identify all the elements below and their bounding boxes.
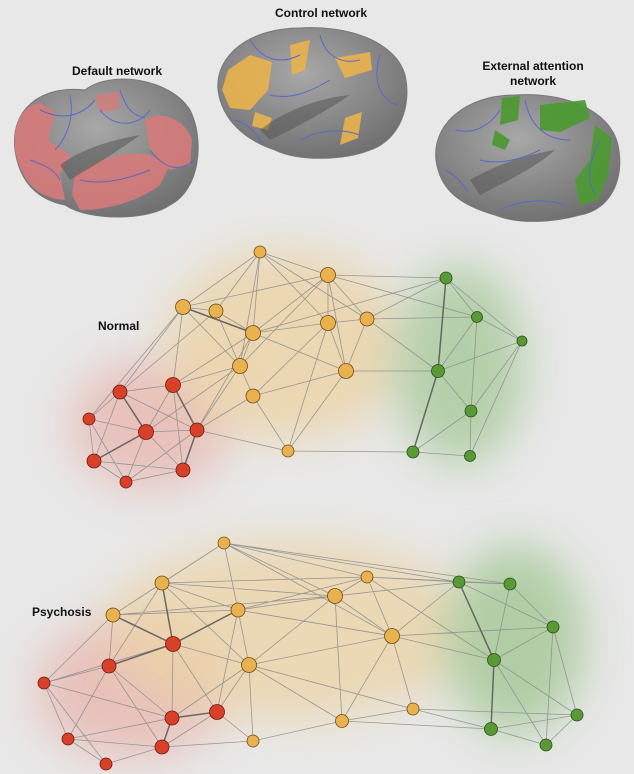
node-external (464, 404, 478, 418)
node-control (281, 444, 295, 458)
node-external (503, 577, 517, 591)
node-control (360, 570, 374, 584)
node-default (189, 422, 205, 438)
node-control (320, 315, 336, 331)
control-network-label: Control network (275, 6, 367, 20)
node-external (487, 653, 501, 667)
normal-halos (70, 250, 525, 490)
external-attention-label-line1: External attention (482, 59, 584, 73)
psychosis-nodes-external (452, 575, 584, 752)
node-external (516, 335, 528, 347)
normal-nodes (175, 245, 375, 458)
node-external (471, 311, 483, 323)
node-default (175, 462, 191, 478)
node-default (37, 676, 51, 690)
node-control (241, 657, 257, 673)
node-external (452, 575, 466, 589)
node-control (320, 267, 336, 283)
psychosis-label: Psychosis (32, 605, 92, 619)
node-default (82, 412, 96, 426)
node-control (245, 388, 261, 404)
psychosis-nodes-default (37, 636, 225, 771)
node-control (245, 325, 261, 341)
node-control (246, 734, 260, 748)
node-default (86, 453, 102, 469)
node-external (431, 364, 445, 378)
node-control (327, 588, 343, 604)
external-attention-label-line2: network (509, 74, 556, 88)
node-control (384, 628, 400, 644)
brain-external-attention-network (435, 94, 621, 222)
node-external (439, 271, 453, 285)
psychosis-nodes-control (105, 536, 420, 748)
node-control (406, 702, 420, 716)
psychosis-network (35, 536, 585, 771)
node-default (165, 377, 181, 393)
node-default (154, 739, 170, 755)
normal-nodes-default (82, 377, 205, 489)
node-external (539, 738, 553, 752)
node-external (570, 708, 584, 722)
node-external (464, 450, 476, 462)
node-default (209, 704, 225, 720)
normal-nodes-external (406, 271, 528, 462)
psychosis-halos (35, 540, 585, 760)
node-default (165, 636, 181, 652)
normal-network (70, 245, 528, 490)
node-control (253, 245, 267, 259)
node-default (112, 384, 128, 400)
node-control (335, 714, 349, 728)
node-default (119, 475, 133, 489)
node-external (546, 620, 560, 634)
node-external (406, 445, 420, 459)
node-default (164, 710, 180, 726)
brain-control-network (217, 27, 408, 159)
node-control (217, 536, 231, 550)
external-attention-network-label: External attention network (468, 59, 598, 89)
default-network-label: Default network (71, 64, 162, 78)
node-control (175, 299, 191, 315)
node-control (232, 358, 248, 374)
node-default (101, 658, 117, 674)
node-default (61, 732, 75, 746)
node-control (338, 363, 354, 379)
node-control (105, 607, 121, 623)
normal-label: Normal (98, 319, 140, 333)
node-default (99, 757, 113, 771)
brain-default-network (13, 78, 199, 218)
node-control (230, 602, 246, 618)
node-control (208, 303, 224, 319)
node-default (138, 424, 154, 440)
node-external (484, 722, 498, 736)
node-control (154, 575, 170, 591)
node-control (359, 311, 375, 327)
